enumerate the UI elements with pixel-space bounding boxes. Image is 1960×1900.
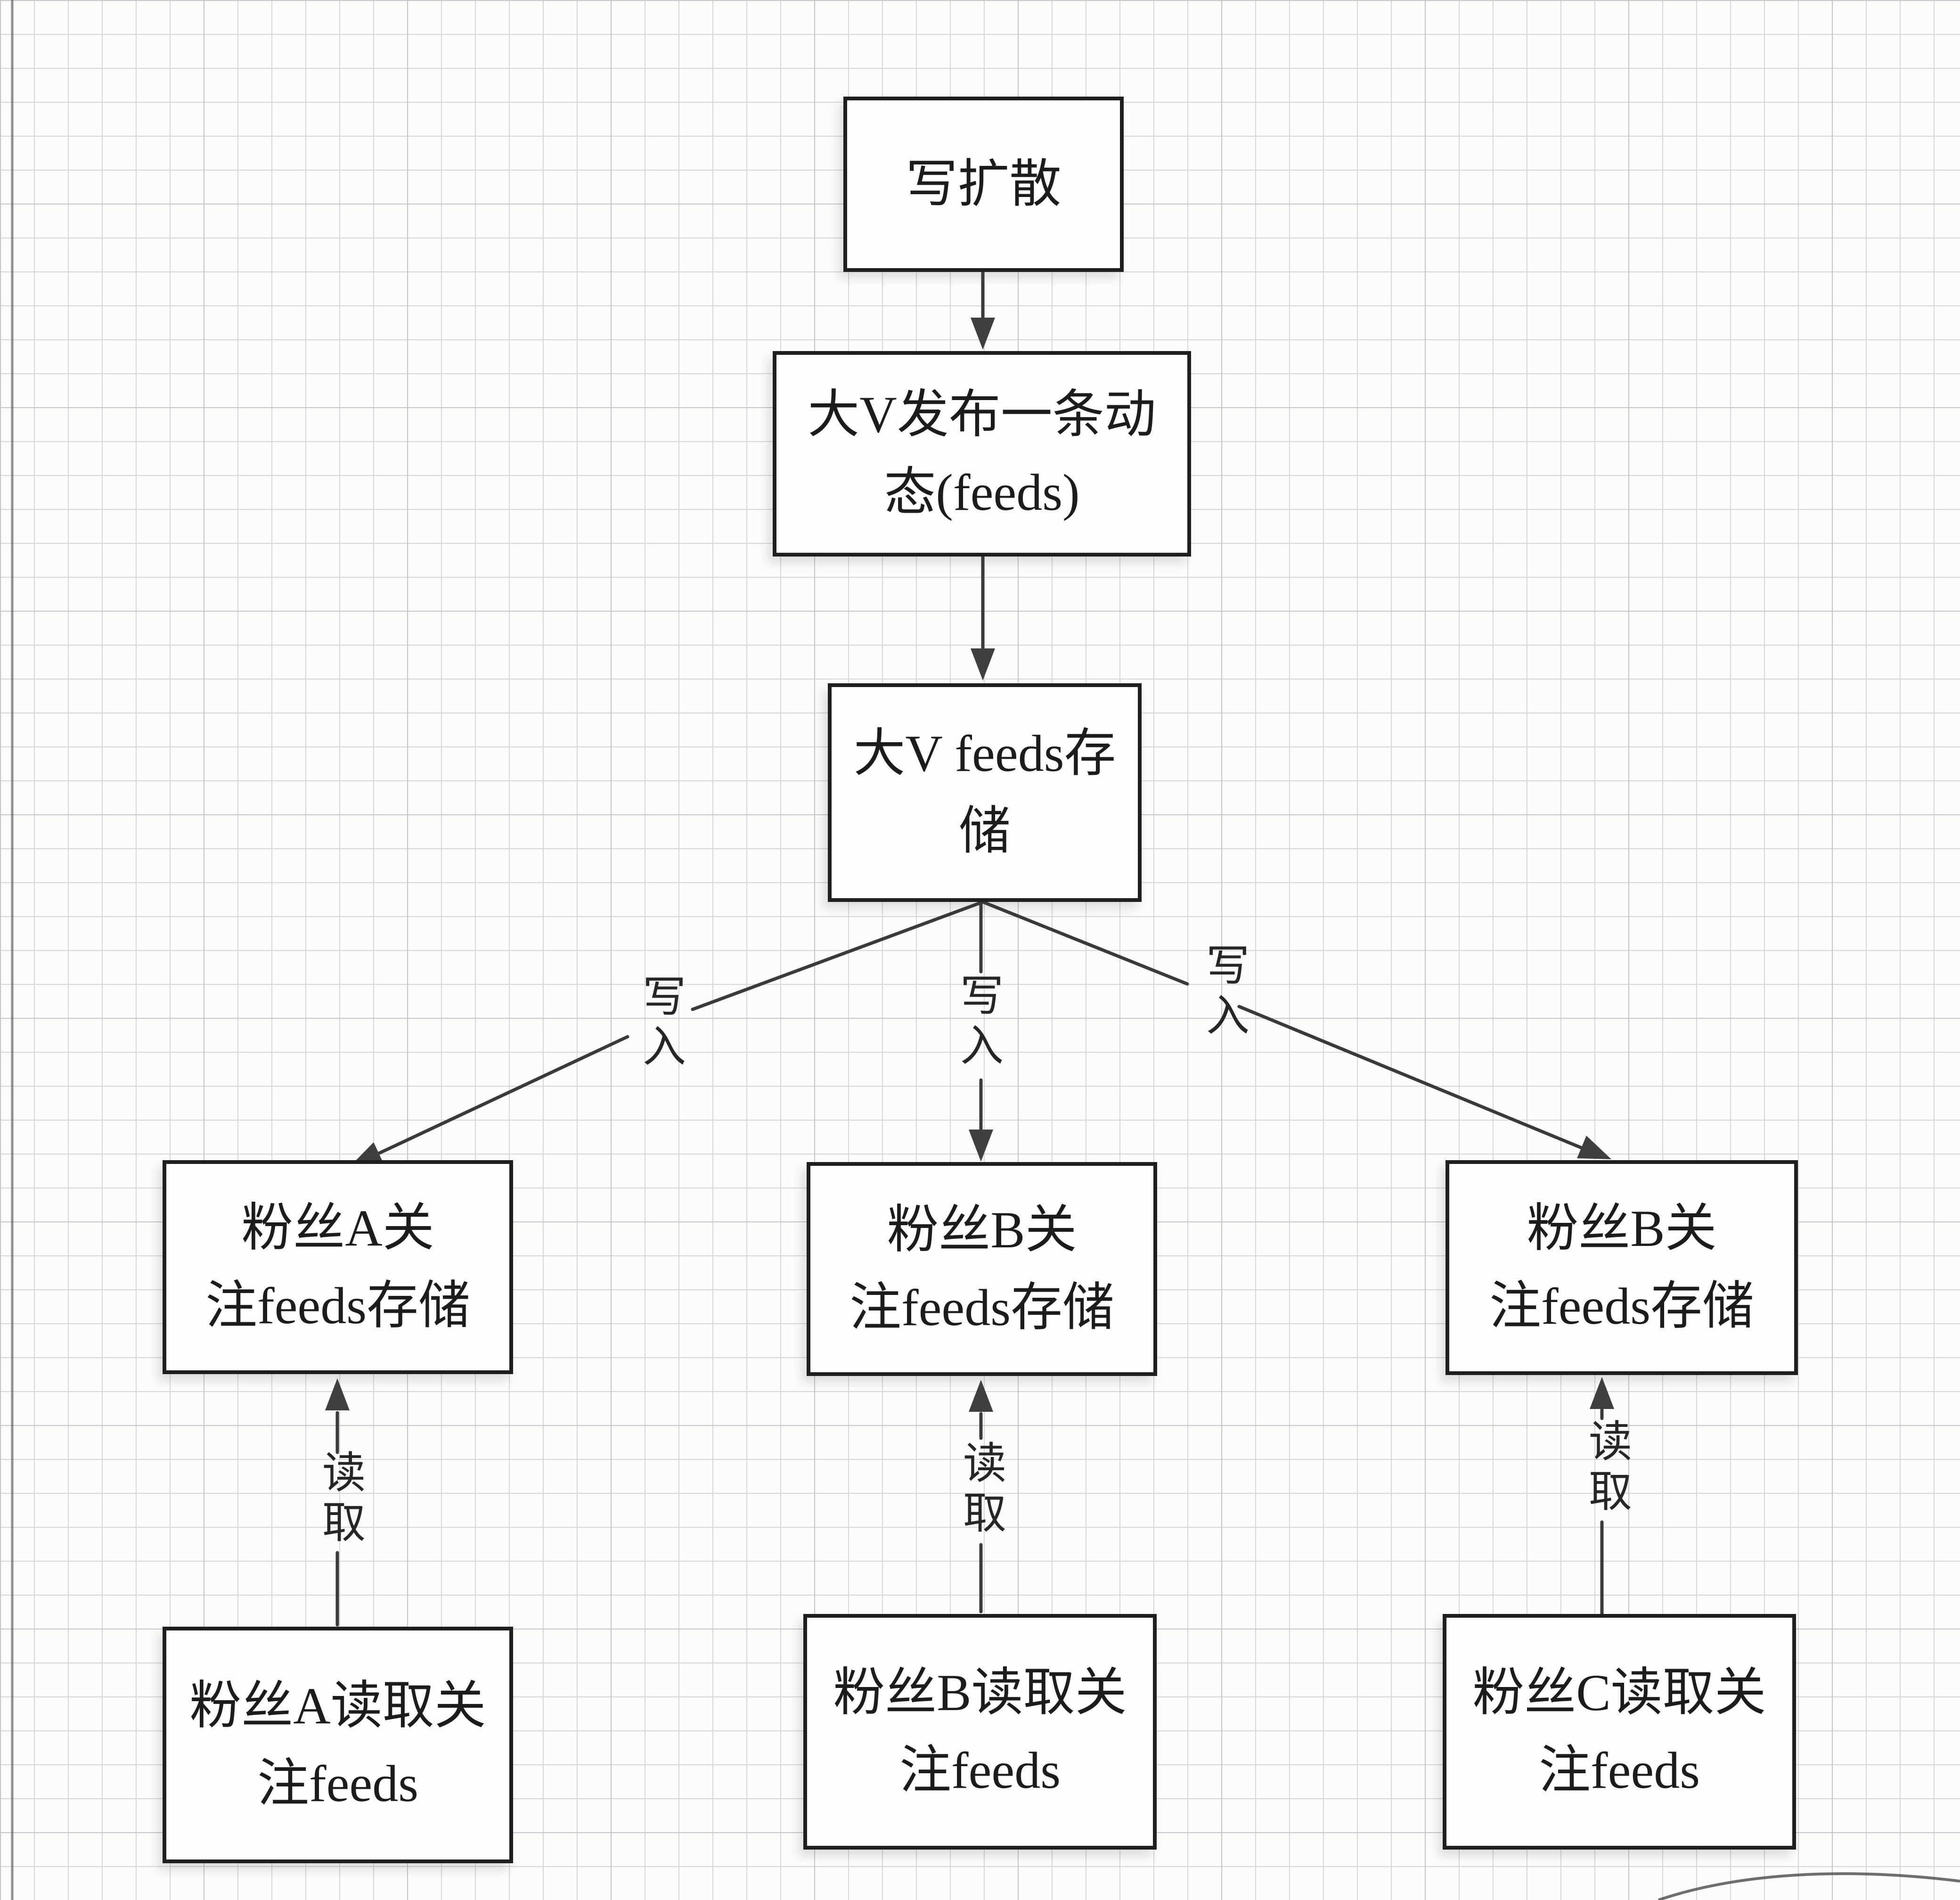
node-fan-b2-follow-storage: 粉丝B关 注feeds存储 xyxy=(1446,1160,1798,1375)
arrowhead-down-1 xyxy=(971,318,995,350)
edge-label-write-mid: 写入 xyxy=(954,973,1002,1073)
node-label: 大V发布一条动 xyxy=(808,386,1156,443)
node-fan-b-follow-storage: 粉丝B关 注feeds存储 xyxy=(807,1162,1157,1376)
arrow-write-left xyxy=(369,900,985,1159)
paper-crease-curve xyxy=(1658,1872,1960,1900)
node-label: 粉丝C读取关 xyxy=(1472,1664,1766,1721)
node-label: 态(feeds) xyxy=(884,464,1080,521)
node-fan-b-read-feeds: 粉丝B读取关 注feeds xyxy=(803,1614,1157,1850)
arrowhead-down-2 xyxy=(971,648,995,680)
node-fan-a-read-feeds: 粉丝A读取关 注feeds xyxy=(163,1627,513,1863)
node-bigv-publish-feed: 大V发布一条动 态(feeds) xyxy=(773,351,1191,557)
node-label: 注feeds xyxy=(899,1742,1061,1799)
node-fan-a-follow-storage: 粉丝A关 注feeds存储 xyxy=(163,1160,513,1374)
node-label: 粉丝B关 xyxy=(887,1201,1077,1259)
node-label: 注feeds存储 xyxy=(205,1277,471,1335)
node-fan-c-read-feeds: 粉丝C读取关 注feeds xyxy=(1443,1614,1796,1850)
edge-label-read-right: 读取 xyxy=(1582,1418,1631,1518)
arrowhead-read-mid xyxy=(969,1380,993,1412)
edge-label-read-mid: 读取 xyxy=(956,1440,1005,1540)
node-label: 储 xyxy=(959,803,1011,860)
node-label: 粉丝B读取关 xyxy=(833,1664,1127,1721)
arrow-write-right xyxy=(981,900,1586,1151)
arrowhead-read-right xyxy=(1590,1377,1614,1409)
arrowhead-write-right xyxy=(1577,1136,1611,1159)
node-label: 注feeds xyxy=(257,1755,419,1812)
node-label: 注feeds xyxy=(1538,1742,1700,1799)
node-label: 注feeds存储 xyxy=(849,1279,1115,1336)
node-label: 注feeds存储 xyxy=(1489,1278,1755,1335)
node-label: 粉丝B关 xyxy=(1527,1200,1717,1257)
node-bigv-feeds-storage: 大V feeds存 储 xyxy=(828,683,1142,902)
edge-label-read-left: 读取 xyxy=(316,1450,364,1549)
arrowhead-write-mid xyxy=(969,1130,993,1162)
node-write-fanout: 写扩散 xyxy=(843,97,1124,272)
node-label: 写扩散 xyxy=(906,155,1062,213)
edge-label-write-right: 写入 xyxy=(1200,942,1248,1042)
node-label: 大V feeds存 xyxy=(853,725,1116,782)
node-label: 粉丝A关 xyxy=(241,1199,434,1257)
edge-label-write-left: 写入 xyxy=(636,974,685,1073)
node-label: 粉丝A读取关 xyxy=(189,1677,486,1735)
arrowhead-read-left xyxy=(325,1378,350,1410)
